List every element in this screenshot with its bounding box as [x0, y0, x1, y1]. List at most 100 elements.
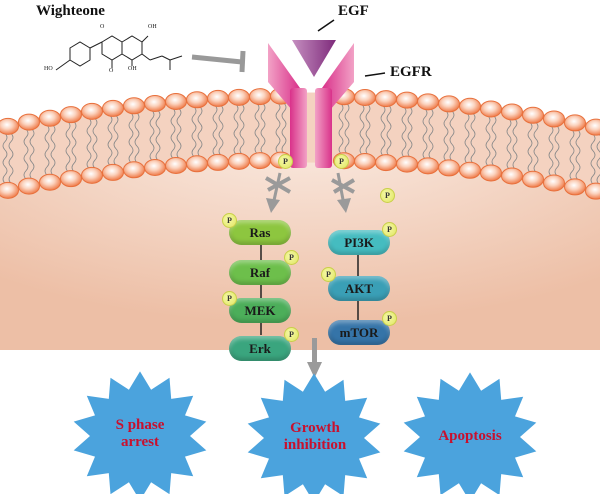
lipid-tail	[590, 133, 596, 185]
lipid-tail	[29, 128, 35, 180]
lipid-head-inner	[459, 161, 481, 179]
outcome-burst	[247, 373, 381, 494]
lipid-tail	[128, 112, 134, 164]
lipid-head-outer	[123, 97, 145, 115]
lipid-tail	[338, 103, 344, 154]
lipid-tail	[191, 106, 197, 158]
outcome-line: inhibition	[283, 437, 347, 453]
node-erk: Erk	[229, 336, 291, 361]
outcome-line: Growth	[290, 420, 340, 436]
lipid-tail	[218, 105, 224, 156]
node-pi3k: PI3K	[328, 230, 390, 255]
lipid-tail	[155, 110, 161, 161]
egfr-leader-line	[364, 72, 386, 77]
lipid-head-inner	[564, 178, 586, 196]
lipid-head-outer	[144, 94, 166, 112]
lipid-tail	[134, 112, 140, 164]
lipid-head-outer	[543, 110, 565, 128]
lipid-tail	[449, 110, 455, 162]
lipid-tail	[359, 104, 365, 155]
lipid-head-inner	[144, 158, 166, 176]
lipid-tail	[596, 133, 600, 185]
outcome-burst	[403, 372, 537, 494]
phospho-badge: P	[222, 291, 237, 306]
lipid-tail	[107, 115, 113, 166]
lipid-head-outer	[165, 92, 187, 110]
outcome-burst	[73, 371, 207, 494]
lipid-tail	[275, 102, 281, 154]
lipid-head-outer	[417, 93, 439, 111]
phospho-badge: P	[284, 250, 299, 265]
output-arrow	[307, 338, 322, 378]
lipid-head-inner	[522, 170, 544, 188]
lipid-tail	[344, 103, 350, 154]
lipid-tail	[239, 104, 245, 155]
outcome-growth-inhibition: Growth inhibition	[265, 420, 365, 454]
lipid-head-outer	[459, 97, 481, 115]
lipid-head-inner	[102, 163, 124, 181]
phospho-badge: P	[382, 222, 397, 237]
lipid-tail	[44, 124, 50, 176]
lipid-tail	[260, 103, 266, 154]
outcome-apoptosis: Apoptosis	[420, 428, 520, 445]
lipid-tail	[554, 125, 560, 177]
lipid-head-inner	[81, 166, 103, 184]
lipid-head-inner	[543, 174, 565, 192]
egf-leader-line	[317, 19, 335, 32]
lipid-head-inner	[480, 164, 502, 182]
egf-ligand	[292, 40, 336, 77]
lipid-head-inner	[60, 170, 82, 188]
lipid-head-outer	[39, 109, 61, 127]
lipid-head-outer	[585, 118, 600, 136]
lipid-tail	[485, 115, 491, 167]
node-raf: Raf	[229, 260, 291, 285]
outcome-line: Apoptosis	[438, 428, 502, 444]
lipid-tail	[212, 105, 218, 156]
egf-label: EGF	[338, 3, 369, 19]
lipid-head-outer	[249, 88, 271, 106]
lipid-head-inner	[39, 173, 61, 191]
lipid-head-outer	[564, 114, 586, 132]
lipid-head-inner	[249, 152, 271, 170]
lipid-tail	[491, 115, 497, 167]
blocked-arrow-pi3k	[331, 172, 356, 213]
lipid-head-outer	[186, 91, 208, 109]
lipid-tail	[527, 122, 533, 173]
lipid-tail	[281, 102, 287, 154]
lipid-tail	[233, 104, 239, 155]
outcome-s-phase-arrest: S phase arrest	[100, 417, 180, 451]
lipid-head-inner	[501, 167, 523, 185]
lipid-head-outer	[522, 106, 544, 124]
lipid-tail	[569, 129, 575, 181]
phospho-badge: P	[222, 213, 237, 228]
lipid-head-inner	[438, 159, 460, 177]
lipid-tail	[380, 105, 386, 156]
lipid-head-outer	[354, 89, 376, 107]
lipid-tail	[464, 112, 470, 164]
lipid-head-outer	[60, 106, 82, 124]
lipid-tail	[92, 118, 98, 169]
lipid-tail	[533, 122, 539, 173]
lipid-tail	[71, 121, 77, 172]
lipid-tail	[443, 110, 449, 162]
lipid-tail	[23, 128, 29, 180]
lipid-head-inner	[186, 155, 208, 173]
lipid-head-outer	[207, 89, 229, 107]
lipid-head-outer	[480, 100, 502, 118]
outcome-line: arrest	[120, 434, 160, 450]
lipid-tail	[548, 125, 554, 177]
lipid-tail	[176, 108, 182, 159]
egfr-receptor	[268, 40, 354, 168]
lipid-head-inner	[375, 154, 397, 172]
lipid-tail	[254, 103, 260, 154]
lipid-tail	[8, 133, 14, 184]
lipid-head-inner	[396, 155, 418, 173]
atom-label-ho: HO	[44, 66, 53, 72]
lipid-head-outer	[102, 99, 124, 117]
lipid-tail	[197, 106, 203, 158]
lipid-head-outer	[375, 90, 397, 108]
lipid-tail	[428, 108, 434, 160]
node-mek: MEK	[229, 298, 291, 323]
lipid-tail	[149, 110, 155, 161]
